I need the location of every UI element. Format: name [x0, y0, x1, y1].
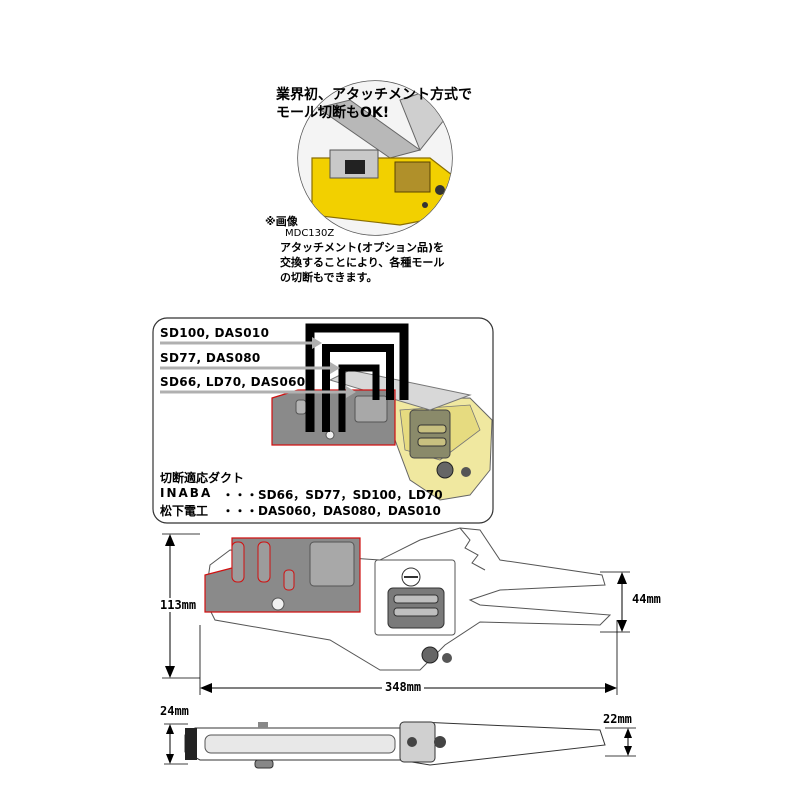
matsushita-models: ・・・DAS060，DAS080，DAS010: [222, 504, 441, 518]
length-dimension: 348mm: [382, 680, 425, 694]
inaba-label: INABA: [160, 486, 213, 500]
thickness-right-dimension: 22mm: [603, 712, 632, 726]
duct-label-1: SD100, DAS010: [160, 326, 270, 340]
callout-desc-line2: 交換することにより、各種モール: [280, 256, 445, 269]
duct-label-2: SD77, DAS080: [160, 351, 261, 365]
duct-label-3: SD66, LD70, DAS060: [160, 375, 306, 389]
callout-title-line1: 業界初、アタッチメント方式で: [276, 87, 472, 103]
callout-title-line2: モール切断もOK!: [276, 105, 390, 121]
model-number: MDC130Z: [285, 228, 335, 239]
duct-list-title: 切断適応ダクト: [160, 471, 245, 485]
height-dimension: 113mm: [160, 598, 197, 612]
callout-desc-line1: アタッチメント(オプション品)を: [280, 241, 445, 254]
inaba-models: ・・・SD66，SD77，SD100，LD70: [222, 488, 443, 502]
thickness-left-dimension: 24mm: [160, 704, 189, 718]
matsushita-label: 松下電工: [160, 504, 209, 518]
image-note: ※画像: [265, 215, 298, 228]
jaw-height-dimension: 44mm: [632, 592, 661, 606]
callout-desc-line3: の切断もできます。: [280, 271, 378, 284]
